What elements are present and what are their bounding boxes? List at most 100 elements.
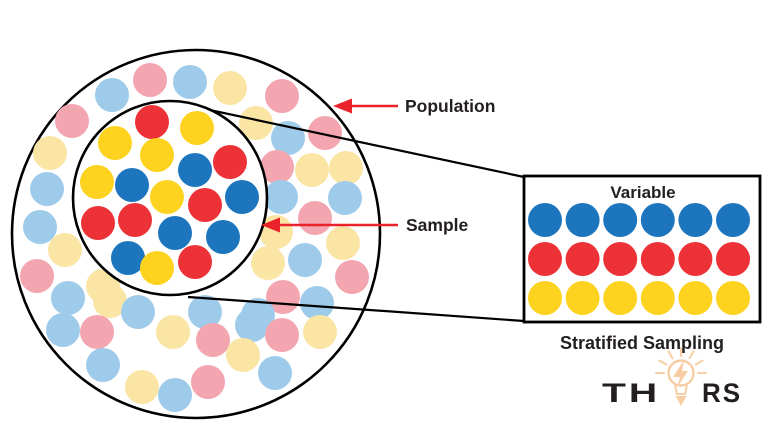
stratified-dot-red bbox=[640, 242, 675, 276]
population-dot bbox=[213, 71, 247, 105]
population-label: Population bbox=[405, 96, 495, 116]
population-dot bbox=[235, 308, 269, 342]
stratified-dot-yellow bbox=[528, 281, 562, 315]
sample-arrow bbox=[261, 217, 398, 233]
stratified-dot-red bbox=[716, 242, 750, 276]
population-dot bbox=[326, 226, 360, 260]
population-dot bbox=[308, 116, 342, 150]
population-dot bbox=[335, 260, 369, 294]
lightbulb-icon bbox=[667, 359, 695, 387]
sample-dot bbox=[178, 153, 212, 187]
population-dot bbox=[173, 65, 207, 99]
population-dot bbox=[265, 79, 299, 113]
population-dot bbox=[260, 150, 294, 184]
sample-dot bbox=[206, 220, 240, 254]
population-dot bbox=[239, 106, 273, 140]
population-dot bbox=[298, 201, 332, 235]
population-dot bbox=[300, 286, 334, 320]
population-dot bbox=[93, 284, 127, 318]
population-dot bbox=[303, 315, 337, 349]
population-dot bbox=[328, 181, 362, 215]
sample-dot bbox=[140, 251, 174, 285]
sample-dot bbox=[188, 188, 222, 222]
stratified-dot-red bbox=[528, 242, 562, 276]
sample-dot bbox=[178, 245, 212, 279]
stratified-dot-blue bbox=[565, 203, 600, 237]
sample-dot bbox=[225, 180, 259, 214]
logo-text-left: TH bbox=[602, 378, 660, 408]
population-dot bbox=[266, 280, 300, 314]
sample-dot bbox=[135, 105, 169, 139]
sample-label: Sample bbox=[406, 215, 469, 235]
sample-dot bbox=[213, 145, 247, 179]
stratified-dot-yellow bbox=[603, 281, 638, 315]
population-arrowhead bbox=[333, 98, 352, 114]
stratified-dot-blue bbox=[716, 203, 750, 237]
bulb-ray bbox=[694, 359, 704, 366]
sample-dot bbox=[158, 216, 192, 250]
sample-dot bbox=[98, 126, 132, 160]
population-dot bbox=[46, 313, 80, 347]
lightning-bolt-icon bbox=[673, 360, 688, 388]
population-dot bbox=[20, 259, 54, 293]
population-dot bbox=[80, 315, 114, 349]
population-dot bbox=[95, 78, 129, 112]
stratified-sampling-caption: Stratified Sampling bbox=[560, 333, 724, 353]
stratified-dot-blue bbox=[678, 203, 713, 237]
callout-line-2 bbox=[187, 295, 525, 323]
population-dot bbox=[48, 233, 82, 267]
stratified-dot-red bbox=[678, 242, 713, 276]
population-dot bbox=[125, 370, 159, 404]
population-dot bbox=[265, 318, 299, 352]
population-dot bbox=[121, 295, 155, 329]
stratified-dot-yellow bbox=[678, 281, 713, 315]
stratified-dot-blue bbox=[528, 203, 562, 237]
population-arrow bbox=[333, 98, 398, 114]
sample-arrowhead bbox=[261, 217, 280, 233]
logo-text-right: RS bbox=[702, 378, 742, 408]
population-dot bbox=[191, 365, 225, 399]
sample-dot bbox=[118, 203, 152, 237]
population-dot bbox=[226, 338, 260, 372]
sample-dot bbox=[115, 168, 149, 202]
sample-dots bbox=[80, 105, 259, 285]
population-dot bbox=[133, 63, 167, 97]
population-dot bbox=[23, 210, 57, 244]
population-dot bbox=[86, 348, 120, 382]
population-dot bbox=[33, 136, 67, 170]
population-dot bbox=[295, 153, 329, 187]
callout-line-1 bbox=[171, 100, 525, 179]
stratified-dot-yellow bbox=[565, 281, 600, 315]
stratified-dot-yellow bbox=[716, 281, 750, 315]
population-dot bbox=[288, 243, 322, 277]
population-dot bbox=[156, 315, 190, 349]
population-dot bbox=[264, 180, 298, 214]
population-dot bbox=[258, 356, 292, 390]
population-dot bbox=[188, 295, 222, 329]
bulb-ray bbox=[688, 350, 695, 360]
population-dot bbox=[251, 246, 285, 280]
population-dot bbox=[329, 151, 363, 185]
stratified-dot-yellow bbox=[640, 281, 675, 315]
sample-dot bbox=[81, 206, 115, 240]
variable-label: Variable bbox=[610, 183, 675, 202]
population-dot bbox=[196, 323, 230, 357]
bulb-base bbox=[674, 384, 688, 395]
thirs-logo: TH RS bbox=[602, 347, 742, 408]
sample-dot bbox=[180, 111, 214, 145]
bulb-rays bbox=[655, 347, 707, 374]
bulb-tip bbox=[675, 396, 687, 406]
population-dot bbox=[55, 104, 89, 138]
stratified-dot-red bbox=[565, 242, 600, 276]
bulb-ray bbox=[658, 359, 668, 366]
sample-dot bbox=[80, 165, 114, 199]
sample-dot bbox=[111, 241, 145, 275]
population-dot bbox=[158, 378, 192, 412]
bulb-ray bbox=[667, 350, 674, 360]
stratified-dot-red bbox=[603, 242, 638, 276]
stratified-dot-blue bbox=[640, 203, 675, 237]
population-dots bbox=[20, 63, 369, 412]
stratified-dots bbox=[528, 203, 750, 315]
